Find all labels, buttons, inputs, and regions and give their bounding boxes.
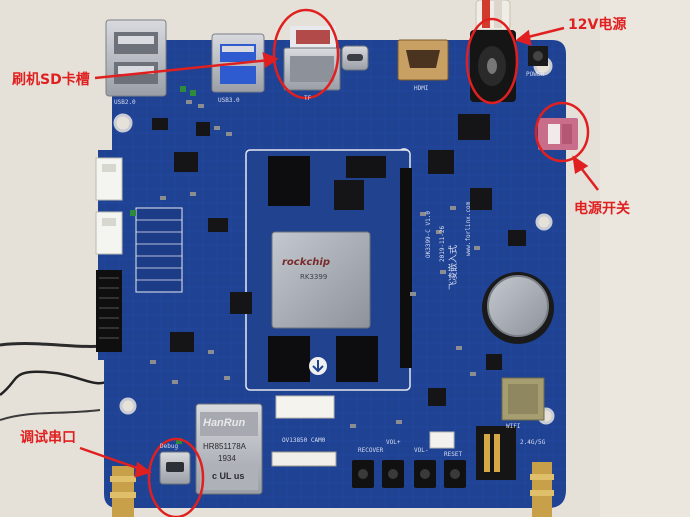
power-button — [528, 46, 548, 66]
sd-card-slot — [283, 26, 341, 91]
audio-jack — [476, 426, 516, 480]
silk-debug: Debug — [160, 443, 179, 450]
silk-wifi: WIFI — [506, 423, 521, 430]
usb2-port — [105, 19, 167, 97]
power-switch-highlight — [534, 101, 590, 163]
hdmi-port — [397, 39, 449, 81]
vendor-web-label: www.forlinx.com — [465, 201, 472, 256]
gpio-header — [96, 270, 122, 352]
silk-reset: RESET — [444, 451, 463, 458]
tactile-buttons — [352, 460, 466, 488]
board-date-label: 2019-11-26 — [439, 225, 446, 262]
small-ics — [152, 114, 526, 406]
silk-recover: RECOVER — [358, 447, 384, 454]
silk-usb2: USB2.0 — [114, 99, 136, 106]
silk-vol-up: VOL+ — [386, 439, 401, 446]
sma-antenna-left — [110, 466, 136, 517]
silk-power: POWER — [526, 71, 545, 78]
power-switch — [538, 118, 578, 150]
annotation-12v-power-label: 12V电源 — [568, 17, 627, 33]
silk-usb3: USB3.0 — [218, 97, 240, 104]
debug-uart-highlight — [147, 437, 205, 517]
ethernet-brand-label: HanRun — [203, 417, 246, 429]
board-model-label: OK3399-C V1.0 — [425, 211, 432, 258]
ethernet-model-label: HR851178A — [203, 442, 246, 451]
silk-camera: OV13850 CAM0 — [282, 437, 326, 444]
ethernet-code-label: 1934 — [218, 454, 236, 463]
sd-slot-highlight — [272, 8, 340, 100]
ethernet-ul-mark: c UL us — [212, 471, 245, 481]
annotation-circles — [147, 8, 590, 517]
silk-vol-down: VOL- — [414, 447, 429, 454]
ethernet-jack — [195, 403, 263, 495]
coin-cell-battery — [482, 272, 554, 344]
silk-hdmi: HDMI — [414, 85, 429, 92]
usb-c-port — [341, 45, 369, 71]
soc-model-label: RK3399 — [300, 273, 328, 281]
wifi-module — [501, 377, 545, 421]
power-jack-highlight — [465, 17, 519, 105]
annotation-power-switch-label: 电源开关 — [574, 201, 630, 217]
vendor-name-label: 飞凌嵌入式 — [449, 244, 459, 290]
annotation-debug-uart-label: 调试串口 — [20, 430, 76, 446]
silk-tf: TF — [304, 95, 312, 102]
debug-usb-port — [159, 451, 191, 485]
soc-brand-logo: rockchip — [282, 257, 331, 268]
core-module — [245, 149, 412, 391]
annotation-sd-slot-label: 刷机SD卡槽 — [12, 72, 90, 88]
jst-connectors — [95, 157, 123, 255]
annotation-arrows — [79, 26, 599, 478]
dc-power-jack — [470, 30, 516, 102]
silk-antenna-band: 2.4G/5G — [520, 439, 546, 446]
sma-antenna-right — [530, 462, 554, 517]
